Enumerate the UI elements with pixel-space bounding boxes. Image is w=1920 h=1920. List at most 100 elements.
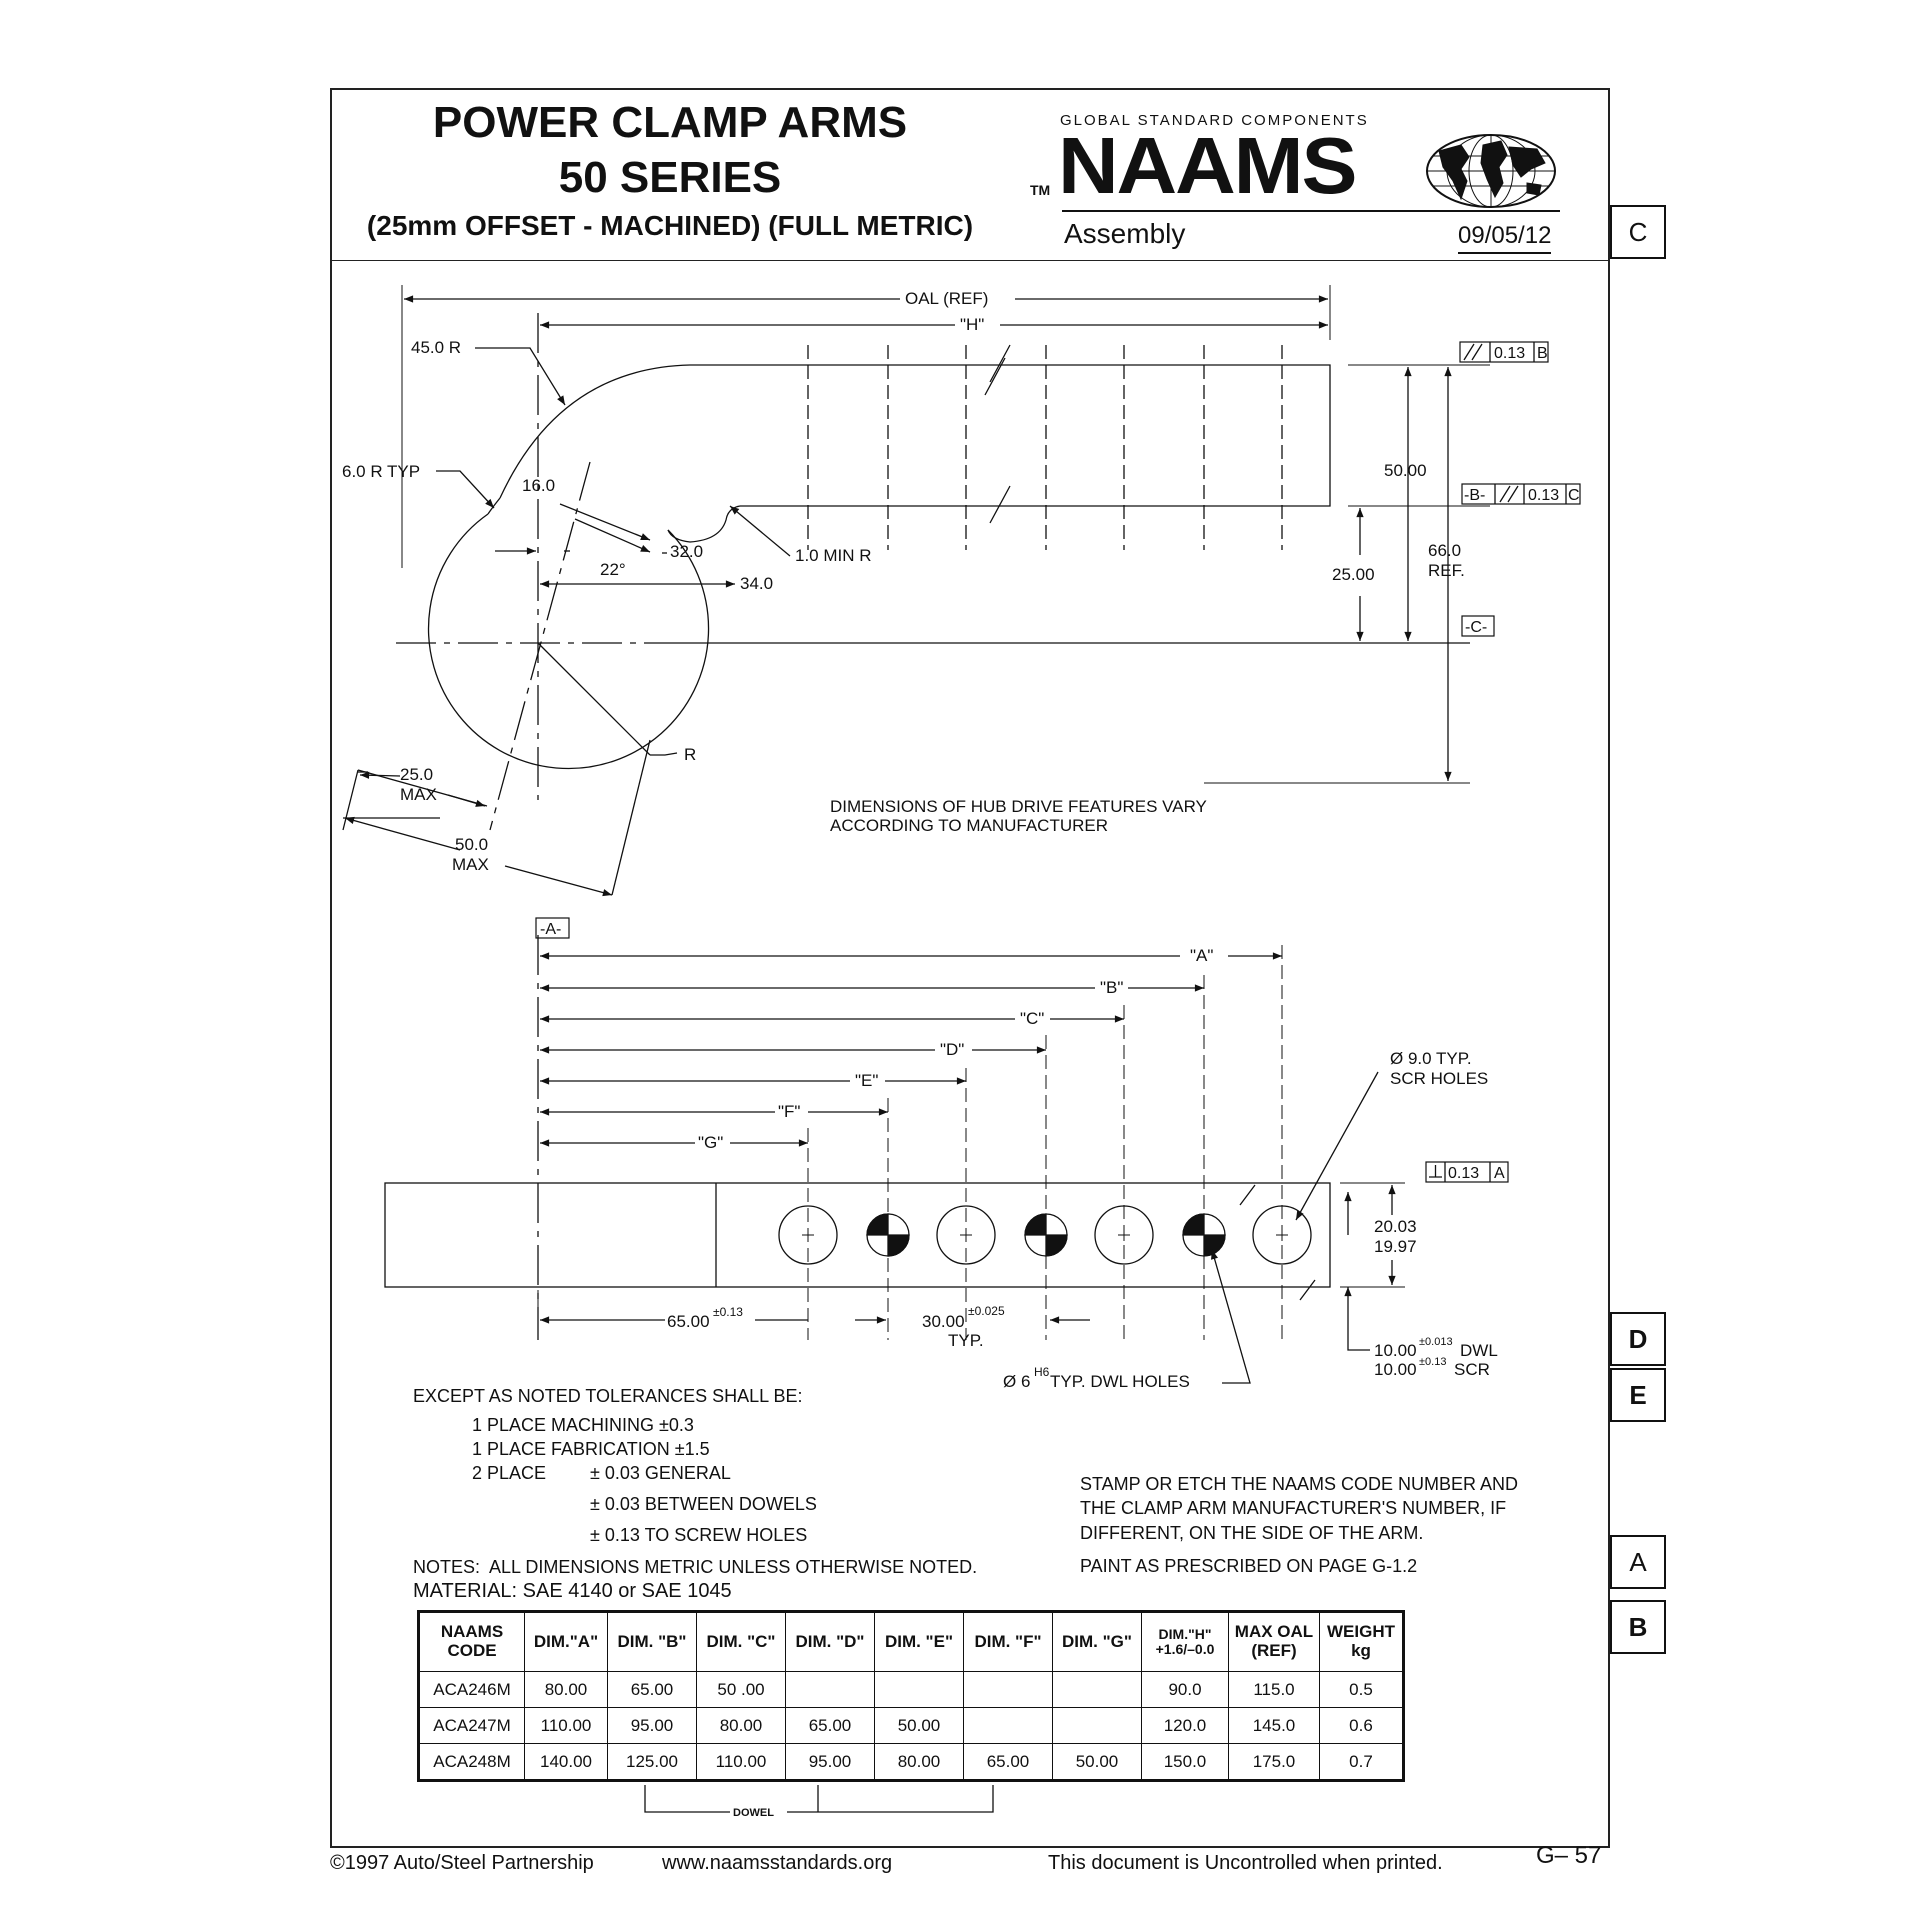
cell-dim-g	[1052, 1707, 1142, 1744]
dim-34-label: 34.0	[740, 574, 773, 593]
oal-label: OAL (REF)	[905, 289, 988, 308]
col-dim-e: DIM. "E"	[874, 1611, 964, 1672]
table-row: ACA248M 140.00 125.00 110.00 95.00 80.00…	[418, 1743, 1404, 1781]
tab-a[interactable]: A	[1610, 1535, 1666, 1589]
radius-45-label: 45.0 R	[411, 338, 461, 357]
stamp-note: STAMP OR ETCH THE NAAMS CODE NUMBER AND …	[1080, 1474, 1519, 1543]
dim-30: 30.00	[922, 1312, 965, 1331]
angle-22-label: 22°	[600, 560, 626, 579]
dowel-hole	[1024, 1213, 1068, 1257]
max50-line2: MAX	[452, 855, 489, 874]
dowel-bracket	[644, 1785, 994, 1813]
arm-radius-45	[499, 364, 691, 499]
cell-dim-e	[874, 1671, 964, 1708]
cell-dim-a: 140.00	[524, 1743, 608, 1781]
tab-e[interactable]: E	[1610, 1368, 1666, 1422]
datum-c-box	[1461, 615, 1495, 637]
side-body	[384, 1182, 1331, 1288]
cell-dim-a: 110.00	[524, 1707, 608, 1744]
cell-dim-b: 125.00	[607, 1743, 697, 1781]
radius-line	[537, 642, 651, 756]
dim-30-tolerance: ±0.025	[968, 1304, 1005, 1318]
cell-dim-b: 65.00	[607, 1671, 697, 1708]
col-max-oal: MAX OAL (REF)	[1228, 1611, 1320, 1672]
dim-65: 65.00	[667, 1312, 710, 1331]
dowel-bracket-label: DOWEL	[733, 1807, 774, 1819]
screw-hole	[1252, 1205, 1312, 1265]
edge-scr-tolerance: ±0.13	[1419, 1356, 1446, 1368]
hub-note-line2: ACCORDING TO MANUFACTURER	[830, 816, 1108, 835]
table-row: ACA246M 80.00 65.00 50 .00 90.0 115.0 0.…	[418, 1671, 1404, 1708]
cell-dim-h: 120.0	[1141, 1707, 1229, 1744]
cell-dim-b: 95.00	[607, 1707, 697, 1744]
tab-d[interactable]: D	[1610, 1312, 1666, 1366]
cell-max-oal: 145.0	[1228, 1707, 1320, 1744]
max25-line1: 25.0	[400, 765, 433, 784]
cell-dim-c: 110.00	[696, 1743, 786, 1781]
dim-f-label: "F"	[778, 1102, 800, 1121]
edge-scr-label: SCR	[1454, 1360, 1490, 1379]
screw-holes-line2: SCR HOLES	[1390, 1069, 1488, 1088]
cell-weight: 0.6	[1319, 1707, 1404, 1744]
radius-6-label: 6.0 R TYP	[342, 462, 420, 481]
cell-dim-g	[1052, 1671, 1142, 1708]
cell-dim-g: 50.00	[1052, 1743, 1142, 1781]
trademark-mark: TM	[1030, 182, 1051, 198]
table-header-row: NAAMS CODE DIM."A" DIM. "B" DIM. "C" DIM…	[418, 1611, 1404, 1672]
dowel-hole	[866, 1213, 910, 1257]
arm-step	[667, 505, 741, 543]
col-dim-c: DIM. "C"	[696, 1611, 786, 1672]
cell-dim-d	[785, 1671, 875, 1708]
perpendicularity-tolerance: 0.13	[1448, 1165, 1479, 1182]
dowel-holes-prefix: Ø 6	[1003, 1372, 1030, 1391]
cell-dim-a: 80.00	[524, 1671, 608, 1708]
col-dim-d: DIM. "D"	[785, 1611, 875, 1672]
edge-dwl-tolerance: ±0.013	[1419, 1336, 1453, 1348]
screw-holes-line1: Ø 9.0 TYP.	[1390, 1049, 1472, 1068]
cell-code: ACA248M	[418, 1743, 525, 1781]
fcf-b-tolerance: 0.13	[1494, 345, 1525, 362]
brand-underline	[1062, 210, 1560, 212]
dim-66-line2: REF.	[1428, 561, 1465, 580]
dim-d-label: "D"	[940, 1040, 964, 1059]
cell-weight: 0.5	[1319, 1671, 1404, 1708]
dim-65-tolerance: ±0.13	[713, 1305, 743, 1319]
tab-b[interactable]: B	[1610, 1600, 1666, 1654]
copyright: ©1997 Auto/Steel Partnership	[330, 1852, 594, 1874]
drawing-sheet-border	[330, 88, 1610, 1848]
cell-dim-f	[963, 1707, 1053, 1744]
col-dim-f: DIM. "F"	[963, 1611, 1053, 1672]
cell-weight: 0.7	[1319, 1743, 1404, 1781]
side-view	[384, 917, 1509, 1384]
col-dim-g: DIM. "G"	[1052, 1611, 1142, 1672]
table-row: ACA247M 110.00 95.00 80.00 65.00 50.00 1…	[418, 1707, 1404, 1744]
dowel-holes-fit: H6	[1034, 1365, 1050, 1379]
screw-hole	[778, 1205, 838, 1265]
brand-tagline: GLOBAL STANDARD COMPONENTS	[1060, 112, 1369, 129]
tolerance-line-4: ± 0.03 BETWEEN DOWELS	[590, 1494, 817, 1514]
cell-dim-e: 80.00	[874, 1743, 964, 1781]
perpendicularity-datum: A	[1494, 1165, 1505, 1182]
datum-c-label: -C-	[1465, 619, 1487, 636]
uncontrolled-notice: This document is Uncontrolled when print…	[1048, 1852, 1443, 1874]
dim-e-label: "E"	[855, 1071, 878, 1090]
website-link[interactable]: www.naamsstandards.org	[662, 1852, 893, 1874]
min-radius-label: 1.0 MIN R	[795, 546, 872, 565]
h-label: "H"	[960, 315, 984, 334]
tolerance-heading: EXCEPT AS NOTED TOLERANCES SHALL BE:	[413, 1386, 803, 1406]
dim-c-label: "C"	[1020, 1009, 1044, 1028]
cell-max-oal: 175.0	[1228, 1743, 1320, 1781]
cell-max-oal: 115.0	[1228, 1671, 1320, 1708]
cell-dim-f: 65.00	[963, 1743, 1053, 1781]
hub-note-line1: DIMENSIONS OF HUB DRIVE FEATURES VARY	[830, 797, 1207, 816]
cell-dim-d: 95.00	[785, 1743, 875, 1781]
dim-a-label: "A"	[1190, 946, 1213, 965]
cell-dim-f	[963, 1671, 1053, 1708]
fcf-c-box	[1461, 483, 1581, 505]
tab-c[interactable]: C	[1610, 205, 1666, 259]
tolerance-line-2: 1 PLACE FABRICATION ±1.5	[472, 1439, 710, 1459]
tolerance-line-1: 1 PLACE MACHINING ±0.3	[472, 1415, 694, 1435]
edge-scr-value: 10.00	[1374, 1360, 1417, 1379]
max25-line2: MAX	[400, 785, 437, 804]
dowel-hole	[1182, 1213, 1226, 1257]
